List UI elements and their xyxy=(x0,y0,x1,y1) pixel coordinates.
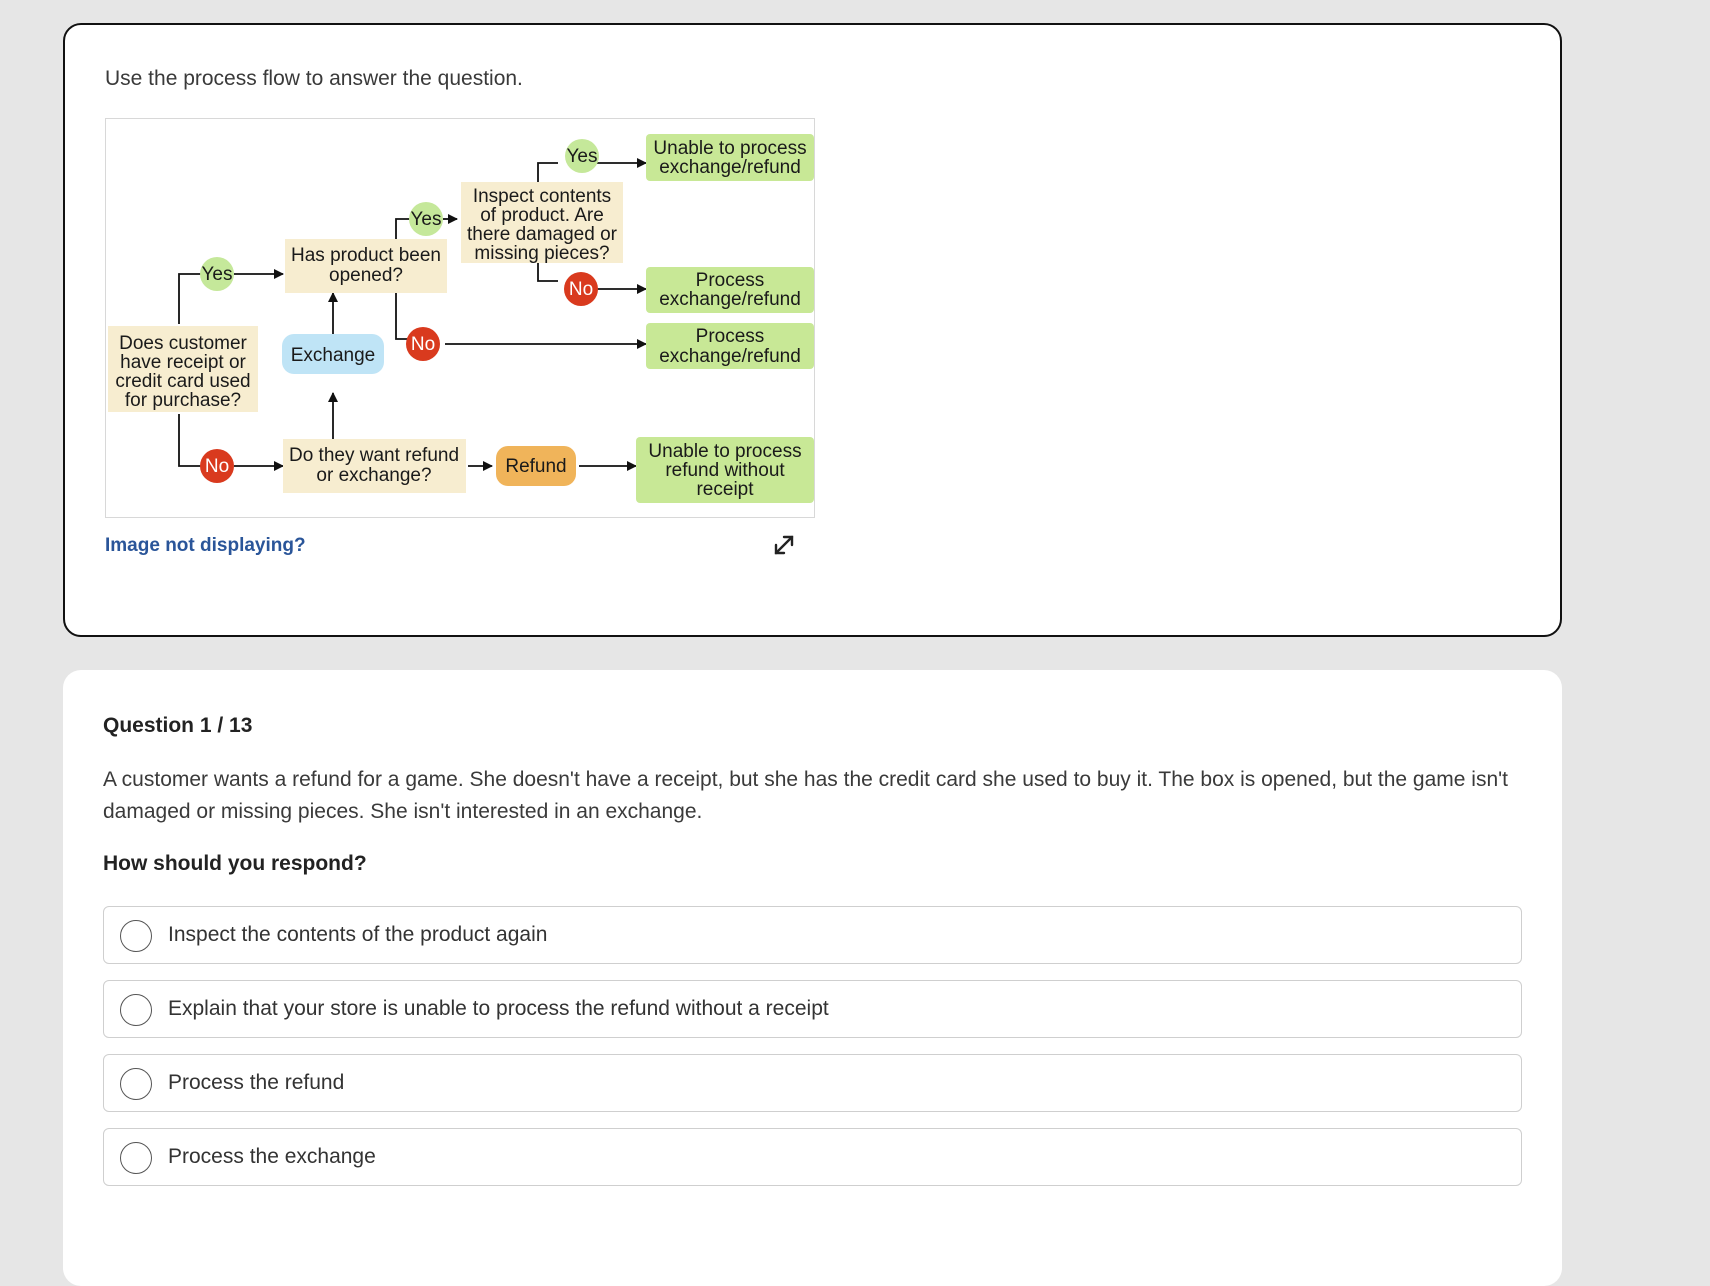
image-not-displaying-link[interactable]: Image not displaying? xyxy=(105,535,306,556)
unable-exchange-line1: Unable to process xyxy=(653,138,806,159)
process-flow-diagram: Does customer have receipt or credit car… xyxy=(108,134,814,503)
connector-start-yes xyxy=(178,273,201,324)
exchange-text: Exchange xyxy=(291,345,376,366)
no-label-start: No xyxy=(205,456,229,477)
inspect-text-line2: of product. Are xyxy=(480,205,604,226)
option-label: Process the exchange xyxy=(168,1145,376,1168)
start-decision-box xyxy=(108,326,258,412)
radio-button[interactable] xyxy=(120,1068,152,1100)
refund-box xyxy=(496,446,576,486)
refund-text: Refund xyxy=(505,456,566,477)
option-label: Process the refund xyxy=(168,1071,345,1094)
connector-opened-no xyxy=(395,289,411,340)
want-text-line2: or exchange? xyxy=(316,465,431,486)
process-box-2 xyxy=(646,323,814,369)
no-circle-inspect xyxy=(564,272,598,306)
process2-line1: Process xyxy=(696,326,765,347)
option-label: Inspect the contents of the product agai… xyxy=(168,923,548,946)
no-circle-start xyxy=(200,449,234,483)
question-counter: Question 1 / 13 xyxy=(103,714,253,737)
connector-opened-yes xyxy=(395,218,411,239)
process1-line2: exchange/refund xyxy=(659,289,801,310)
stimulus-card: Use the process flow to answer the quest… xyxy=(63,23,1562,637)
yes-circle-inspect xyxy=(565,139,599,173)
inspect-text-line4: missing pieces? xyxy=(474,243,609,264)
unable-exchange-box xyxy=(646,134,814,181)
connector-start-no xyxy=(178,414,201,467)
want-text-line1: Do they want refund xyxy=(289,445,459,466)
unable-refund-line3: receipt xyxy=(696,479,754,500)
opened-decision-box xyxy=(285,239,447,293)
radio-button[interactable] xyxy=(120,1142,152,1174)
no-label-opened: No xyxy=(411,334,435,355)
start-text-line4: for purchase? xyxy=(125,390,241,411)
answer-option-3[interactable]: Process the refund xyxy=(103,1054,1522,1112)
no-circle-opened xyxy=(406,327,440,361)
unable-refund-line2: refund without xyxy=(665,460,785,481)
option-label: Explain that your store is unable to pro… xyxy=(168,997,829,1020)
unable-refund-box xyxy=(636,437,814,503)
process1-line1: Process xyxy=(696,270,765,291)
connector-inspect-yes xyxy=(537,162,558,186)
unable-exchange-line2: exchange/refund xyxy=(659,157,801,178)
expand-arrows-icon[interactable] xyxy=(770,531,798,559)
want-decision-box xyxy=(283,439,466,493)
opened-text-line1: Has product been xyxy=(291,245,441,266)
question-stem: A customer wants a refund for a game. Sh… xyxy=(103,768,1508,823)
radio-button[interactable] xyxy=(120,994,152,1026)
yes-label-inspect: Yes xyxy=(567,146,598,167)
answer-option-1[interactable]: Inspect the contents of the product agai… xyxy=(103,906,1522,964)
yes-label-start: Yes xyxy=(202,264,233,285)
question-card: Question 1 / 13 A customer wants a refun… xyxy=(63,670,1562,1286)
connector-inspect-no xyxy=(537,259,558,282)
inspect-text-line3: there damaged or xyxy=(467,224,618,245)
no-label-inspect: No xyxy=(569,279,593,300)
answer-option-2[interactable]: Explain that your store is unable to pro… xyxy=(103,980,1522,1038)
start-text-line2: have receipt or xyxy=(120,352,246,373)
yes-circle-start xyxy=(200,257,234,291)
inspect-text-line1: Inspect contents xyxy=(473,186,611,207)
radio-button[interactable] xyxy=(120,920,152,952)
connector-lines xyxy=(178,158,647,471)
answer-option-4[interactable]: Process the exchange xyxy=(103,1128,1522,1186)
yes-circle-opened xyxy=(409,202,443,236)
opened-text-line2: opened? xyxy=(329,265,403,286)
question-prompt: How should you respond? xyxy=(103,852,367,875)
inspect-decision-box xyxy=(461,182,623,263)
unable-refund-line1: Unable to process xyxy=(648,441,801,462)
process-flow-figure: Does customer have receipt or credit car… xyxy=(105,118,815,518)
instruction-text: Use the process flow to answer the quest… xyxy=(105,67,523,90)
start-text-line1: Does customer xyxy=(119,333,247,354)
start-text-line3: credit card used xyxy=(115,371,250,392)
process2-line2: exchange/refund xyxy=(659,346,801,367)
exchange-box xyxy=(282,334,384,374)
process-box-1 xyxy=(646,267,814,313)
yes-label-opened: Yes xyxy=(411,209,442,230)
